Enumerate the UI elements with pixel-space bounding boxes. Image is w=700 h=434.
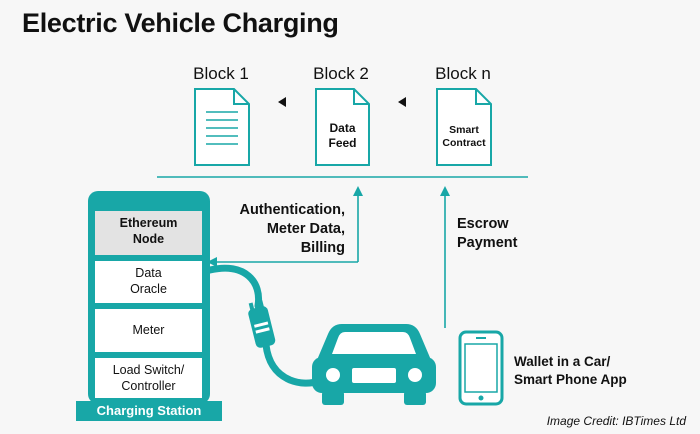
meter-module — [95, 309, 202, 352]
chain-arrow-left-icon — [398, 97, 406, 107]
image-credit: Image Credit: IBTimes Ltd — [546, 414, 686, 428]
page-title: Electric Vehicle Charging — [22, 8, 339, 38]
plug-icon — [248, 300, 276, 348]
charging-cable — [206, 264, 322, 387]
load-switch-label: Load Switch/ Controller — [112, 363, 185, 394]
charging-station — [76, 191, 222, 421]
charging-station-label: Charging Station — [96, 403, 202, 418]
authentication-arrow — [207, 186, 363, 267]
block-n-content: Smart Contract — [442, 124, 486, 150]
block-1-document-icon — [194, 88, 250, 166]
authentication-label: Authentication, Meter Data, Billing — [239, 202, 345, 256]
block-2-label: Block 2 — [313, 64, 369, 83]
smartphone-icon — [458, 330, 504, 406]
wallet-label: Wallet in a Car/ Smart Phone App — [514, 354, 627, 387]
meter-label: Meter — [132, 323, 165, 337]
block-n-label: Block n — [435, 64, 491, 83]
chain-arrow-left-icon — [278, 97, 286, 107]
block-1-label: Block 1 — [193, 64, 249, 83]
ethereum-node-label: Ethereum Node — [119, 216, 178, 247]
ethereum-node-module — [95, 211, 202, 255]
block-n-document-icon — [436, 88, 492, 166]
load-switch-module — [95, 358, 202, 398]
block-2-content: Data Feed — [328, 121, 357, 150]
escrow-label: Escrow Payment — [457, 216, 518, 251]
block-2-document-icon — [315, 88, 370, 166]
car-icon — [312, 324, 436, 405]
data-oracle-label: Data Oracle — [130, 266, 167, 297]
escrow-arrow — [440, 186, 450, 328]
data-oracle-module — [95, 261, 202, 303]
